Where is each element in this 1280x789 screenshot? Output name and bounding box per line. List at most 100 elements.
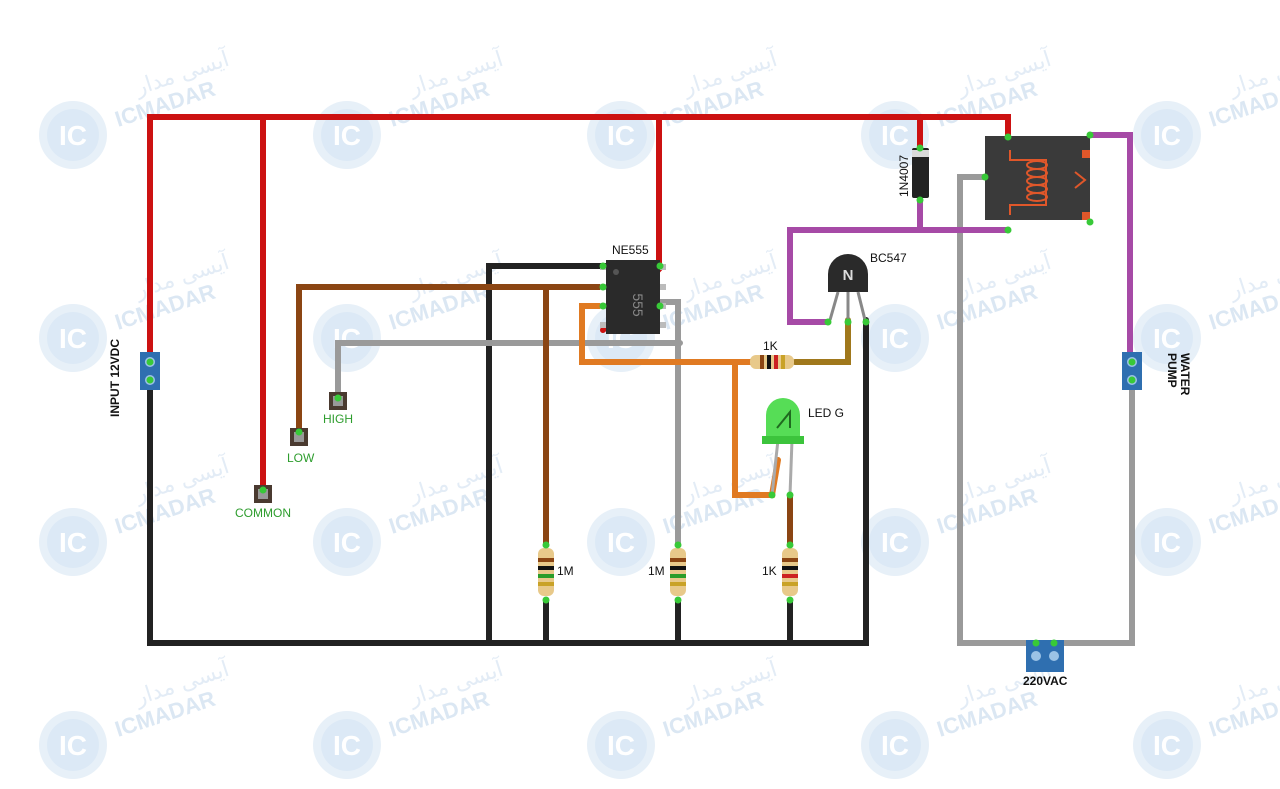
ground-wires [147, 263, 869, 646]
green-led [762, 398, 804, 496]
watermark-badge: IC [333, 120, 361, 151]
r1-label: 1M [557, 564, 574, 578]
connection-dot [146, 376, 154, 384]
relay [985, 136, 1090, 220]
watermark-badge: IC [1153, 120, 1181, 151]
connection-dot [786, 541, 794, 549]
watermark-badge: IC [881, 323, 909, 354]
connection-dot [146, 358, 154, 366]
high-probe-label: HIGH [323, 412, 353, 426]
connection-dot [656, 262, 664, 270]
connection-dot [1050, 639, 1058, 647]
low-probe-label: LOW [287, 451, 315, 465]
bc547-label: BC547 [870, 251, 907, 265]
resistor-layer [538, 355, 798, 596]
diode-label: 1N4007 [897, 154, 911, 197]
connection-dot [1004, 226, 1012, 234]
resistor-1k-base [750, 355, 794, 369]
transistor-marking: N [843, 267, 854, 284]
connection-dot [768, 491, 776, 499]
connection-dot [981, 173, 989, 181]
connection-dot [786, 596, 794, 604]
connection-dot [1128, 376, 1136, 384]
connection-dot [786, 491, 794, 499]
gray-wires [335, 174, 1135, 646]
ac-pump-wire [957, 174, 1135, 646]
connection-dot [1086, 218, 1094, 226]
watermark-badge: IC [607, 527, 635, 558]
diode-1n4007 [912, 148, 929, 230]
watermark-badge: IC [1153, 323, 1181, 354]
pump-terminal-label: WATER PUMP [1165, 353, 1192, 396]
watermark-badge: IC [881, 527, 909, 558]
watermark-badge: IC [607, 120, 635, 151]
ic-output-wire [579, 303, 755, 365]
input-terminal [140, 352, 160, 390]
connection-dot [542, 596, 550, 604]
low-probe-wire [296, 284, 609, 435]
resistor-1m-a [538, 548, 554, 596]
base-wire [792, 317, 851, 365]
ic-marking: 555 [630, 293, 646, 317]
pump-terminal [1122, 352, 1142, 390]
connection-dot [674, 541, 682, 549]
connection-dot [862, 318, 870, 326]
watermark-badge: IC [59, 120, 87, 151]
vcc-bus-wire [147, 114, 1011, 365]
watermark-badge: IC [59, 527, 87, 558]
high-probe-wire [335, 340, 683, 401]
watermark-badge: IC [333, 730, 361, 761]
ne555-label: NE555 [612, 243, 649, 257]
connection-dot [334, 394, 342, 402]
r3-label: 1K [762, 564, 777, 578]
watermark-badge: IC [1153, 730, 1181, 761]
ic-pin6-wire [657, 299, 681, 548]
collector-relay-wire [787, 227, 1011, 325]
watermark-badge: IC [881, 120, 909, 151]
watermark-badge: IC [59, 730, 87, 761]
relay-pump-wire [1087, 132, 1133, 361]
led-label: LED G [808, 406, 845, 420]
connection-dot [824, 318, 832, 326]
connection-dot [1004, 133, 1012, 141]
common-probe-label: COMMON [235, 506, 291, 520]
connection-dot [599, 283, 607, 291]
resistor-1k-led [782, 548, 798, 596]
connection-dots [146, 131, 1136, 647]
r2-label: 1M [648, 564, 665, 578]
resistor-1m-b [670, 548, 686, 596]
bc547-transistor [828, 254, 868, 321]
connection-dot [259, 486, 267, 494]
input-terminal-label: INPUT 12VDC [108, 338, 122, 417]
ic-ground-wire [486, 263, 609, 646]
connection-dot [916, 196, 924, 204]
connection-dot [599, 262, 607, 270]
brown-wires [296, 284, 793, 548]
ground-bus-wire [147, 317, 869, 646]
watermark-badge: IC [59, 323, 87, 354]
connection-dot [1032, 639, 1040, 647]
watermark-badge: IC [333, 527, 361, 558]
watermark-badge: IC [1153, 527, 1181, 558]
ne555-chip [600, 260, 666, 334]
ac-terminal-label: 220VAC [1023, 674, 1068, 688]
watermark-badge: IC [881, 730, 909, 761]
connection-dot [656, 302, 664, 310]
ac-terminal [1026, 640, 1064, 672]
connection-dot [295, 428, 303, 436]
